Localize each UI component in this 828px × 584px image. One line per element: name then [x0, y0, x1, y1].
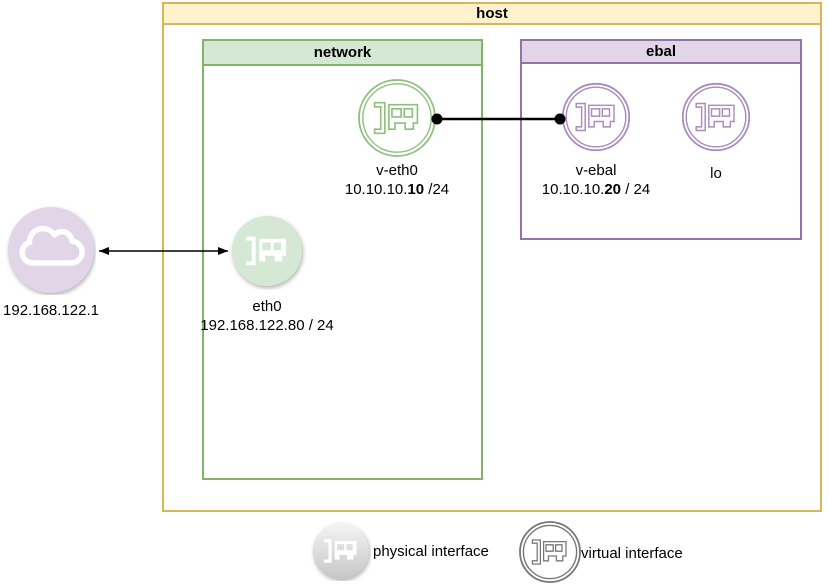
network-header: network	[204, 41, 481, 66]
cloud-label: 192.168.122.1	[3, 302, 99, 319]
ebal-container: ebal	[520, 39, 802, 240]
eth0-label: eth0 192.168.122.80 / 24	[200, 298, 334, 334]
ebal-header: ebal	[522, 41, 800, 64]
v-ebal-nic-icon	[561, 82, 631, 152]
legend-physical-label: physical interface	[373, 543, 489, 560]
network-label: network	[313, 44, 372, 61]
legend-virtual-icon	[519, 521, 581, 583]
host-header: host	[164, 4, 820, 25]
host-label: host	[476, 5, 508, 22]
v-ebal-label: v-ebal 10.10.10.20 / 24	[541, 162, 651, 198]
v-eth0-nic-icon	[358, 79, 436, 157]
v-eth0-label: v-eth0 10.10.10.10 /24	[344, 162, 450, 198]
eth0-nic-icon	[232, 216, 302, 286]
lo-label: lo	[710, 165, 722, 182]
legend-physical-icon	[313, 523, 369, 579]
legend-virtual-label: virtual interface	[581, 545, 683, 562]
ebal-label: ebal	[645, 43, 676, 60]
cloud-icon	[8, 207, 94, 293]
lo-nic-icon	[681, 82, 751, 152]
